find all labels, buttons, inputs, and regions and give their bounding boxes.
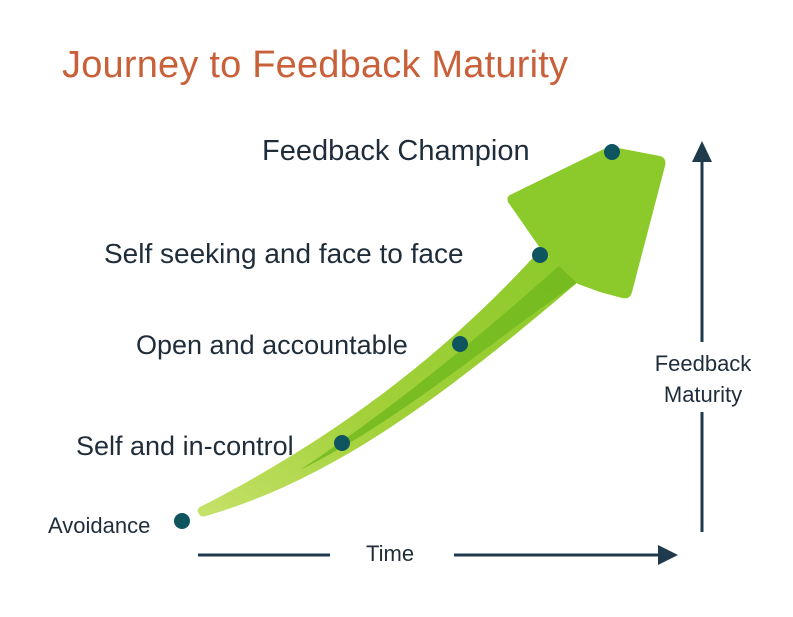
stage-label-avoidance: Avoidance — [48, 513, 151, 538]
maturity-axis-arrowhead-icon — [692, 141, 712, 162]
maturity-axis-label: Feedback Maturity — [648, 348, 758, 410]
stage-dot-self-seeking — [532, 247, 548, 263]
stage-dot-open-accountable — [452, 336, 468, 352]
growth-arrow-head — [507, 147, 666, 299]
growth-arrow-shaft — [197, 250, 578, 517]
stage-label-self-in-control: Self and in-control — [76, 431, 294, 461]
stage-dot-feedback-champion — [604, 144, 620, 160]
stage-dot-avoidance — [174, 513, 190, 529]
stage-label-feedback-champion: Feedback Champion — [262, 135, 530, 167]
growth-arrow-shade — [300, 265, 578, 470]
maturity-axis-label-line1: Feedback — [654, 351, 752, 376]
maturity-axis-label-line2: Maturity — [663, 382, 743, 407]
stage-label-open-accountable: Open and accountable — [136, 330, 408, 360]
time-axis-arrowhead-icon — [658, 545, 678, 565]
stage-label-self-seeking: Self seeking and face to face — [104, 238, 464, 269]
time-axis-label: Time — [366, 541, 415, 566]
page-title: Journey to Feedback Maturity — [62, 44, 569, 86]
stage-dot-self-in-control — [334, 435, 350, 451]
